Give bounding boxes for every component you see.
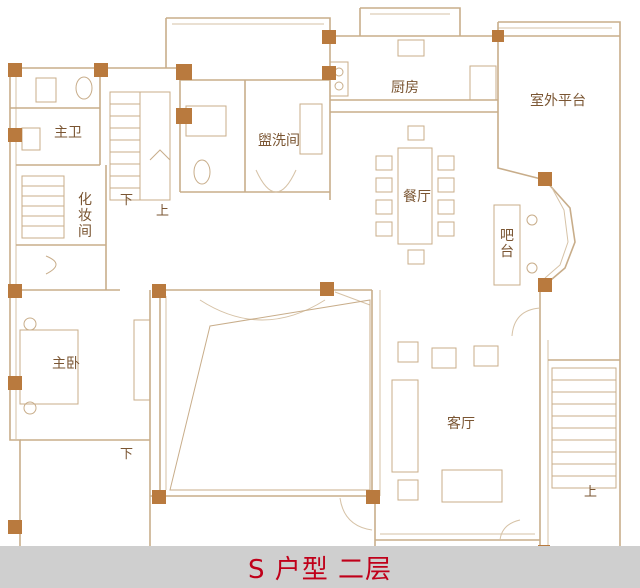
living-room-furniture xyxy=(391,341,503,503)
room-label-bar-2: 台 xyxy=(500,244,514,260)
stair-label-up: 上 xyxy=(156,204,169,219)
room-label-outdoor-terrace: 室外平台 xyxy=(530,92,586,109)
stair-label-up-outdoor: 上 xyxy=(584,485,597,500)
master-bedroom-furniture xyxy=(19,317,151,415)
staircase xyxy=(109,91,617,489)
bar-counter xyxy=(493,204,538,286)
stair-label-down: 下 xyxy=(120,193,133,208)
room-label-dressing-2: 妆 xyxy=(78,208,92,224)
plan-title: S 户型 二层 xyxy=(247,555,393,585)
room-label-living-room: 客厅 xyxy=(447,415,475,432)
door-swings xyxy=(255,169,541,541)
room-label-washroom: 盥洗间 xyxy=(258,133,300,149)
caption-bar xyxy=(0,546,640,588)
interior-walls xyxy=(10,36,498,496)
stair-label-down-lower: 下 xyxy=(120,447,133,462)
room-label-dining-room: 餐厅 xyxy=(403,189,431,205)
room-label-kitchen: 厨房 xyxy=(391,80,419,96)
room-label-dressing-3: 间 xyxy=(78,224,92,240)
exterior-walls xyxy=(9,7,621,546)
atrium-void xyxy=(169,291,371,491)
bathroom-fixtures xyxy=(21,76,323,275)
room-label-bar-1: 吧 xyxy=(500,228,514,244)
room-label-dressing-1: 化 xyxy=(78,192,92,208)
room-label-master-bath: 主卫 xyxy=(54,125,82,141)
structural-columns xyxy=(8,30,552,557)
dining-table xyxy=(375,125,455,265)
room-label-master-bedroom: 主卧 xyxy=(52,356,80,372)
